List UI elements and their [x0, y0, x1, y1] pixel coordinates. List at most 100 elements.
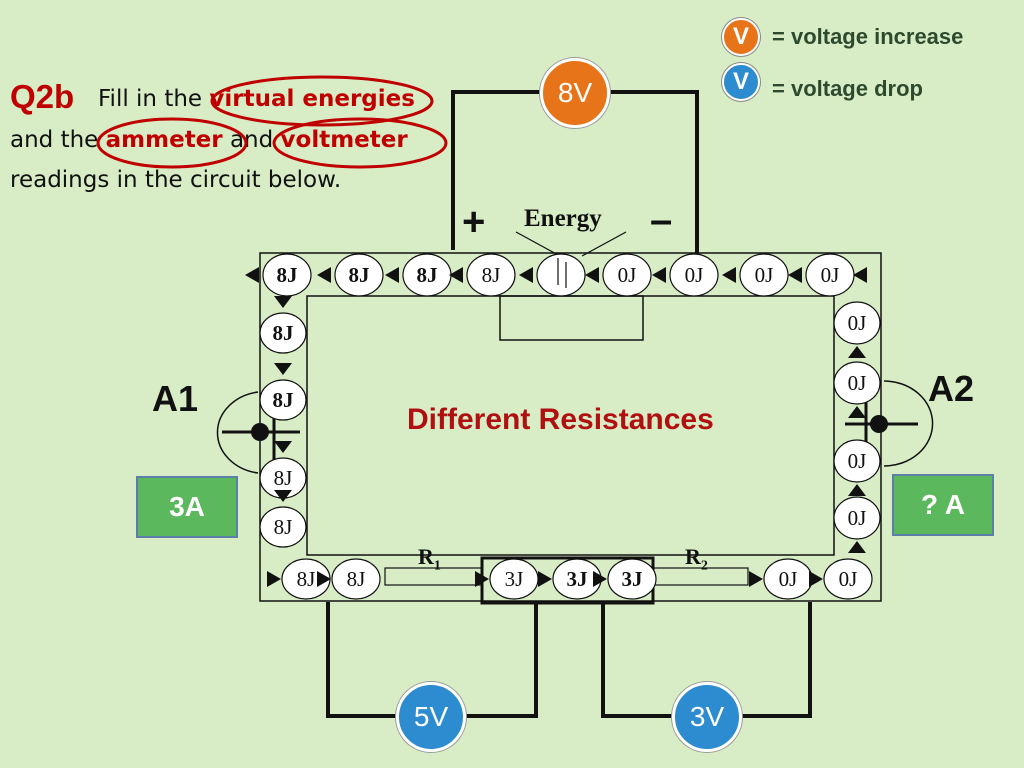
- highlight-ellipse: [210, 75, 434, 127]
- voltage-drop-badge: V: [722, 63, 760, 101]
- svg-text:3J: 3J: [567, 567, 588, 591]
- flow-arrow: [267, 571, 281, 587]
- svg-text:0J: 0J: [848, 371, 867, 395]
- charge-carrier: 8J: [402, 253, 452, 297]
- flow-arrow: [585, 267, 599, 283]
- svg-text:0J: 0J: [618, 263, 637, 287]
- highlight-ellipse: [96, 117, 248, 169]
- ammeter-a1-arc: [216, 391, 259, 474]
- flow-arrow: [848, 406, 866, 418]
- svg-text:0J: 0J: [685, 263, 704, 287]
- question-line-3: readings in the circuit below.: [10, 167, 342, 193]
- highlight-ellipse: [272, 117, 448, 169]
- charge-carrier: 3J: [489, 558, 539, 600]
- charge-carrier: 0J: [805, 253, 855, 297]
- ammeter-a2-label: A2: [928, 368, 975, 409]
- voltmeter-wire: [736, 602, 812, 718]
- resistor-r2-label: R2: [685, 544, 708, 574]
- ammeter-a2-junction: [870, 415, 888, 433]
- different-resistances-label: Different Resistances: [407, 403, 714, 436]
- battery-voltmeter: 8V: [540, 58, 610, 128]
- ammeter-a2-arc: [883, 380, 934, 467]
- svg-text:8J: 8J: [277, 263, 298, 287]
- question-line-1: Fill in the virtual energies: [98, 86, 415, 112]
- charge-carrier: 3J: [552, 558, 602, 600]
- legend-drop-text: = voltage drop: [772, 76, 923, 101]
- svg-text:0J: 0J: [848, 506, 867, 530]
- battery-negative-sign: –: [650, 198, 673, 242]
- svg-text:8J: 8J: [273, 388, 294, 412]
- svg-text:0J: 0J: [821, 263, 840, 287]
- flow-arrow: [538, 571, 552, 587]
- flow-arrow: [848, 541, 866, 553]
- flow-arrow: [652, 267, 666, 283]
- voltage-increase-badge: V: [722, 18, 760, 56]
- flow-arrow: [853, 267, 867, 283]
- svg-text:8J: 8J: [274, 466, 293, 490]
- flow-arrow: [274, 490, 292, 502]
- charge-carrier: 8J: [259, 506, 307, 548]
- voltmeter-wire: [462, 602, 538, 718]
- charge-carrier: 0J: [669, 253, 719, 297]
- highlight-ammeter: ammeter: [105, 127, 223, 153]
- question-line-2: and the ammeter and voltmeter: [10, 127, 408, 153]
- voltmeter-wire: [605, 90, 699, 262]
- svg-text:3J: 3J: [622, 567, 643, 591]
- svg-text:0J: 0J: [755, 263, 774, 287]
- charge-carrier: 8J: [334, 253, 384, 297]
- flow-arrow: [385, 267, 399, 283]
- ammeter-a2-reading[interactable]: ? A: [892, 474, 994, 536]
- battery-box: [499, 295, 644, 341]
- svg-text:8J: 8J: [347, 567, 366, 591]
- charge-carrier: 0J: [833, 439, 881, 483]
- question-text: Fill in the: [98, 86, 203, 112]
- flow-arrow: [245, 267, 259, 283]
- charge-carrier: 8J: [281, 558, 331, 600]
- charge-carrier: 0J: [833, 361, 881, 405]
- highlight-voltmeter: voltmeter: [280, 127, 408, 153]
- flow-arrow: [449, 267, 463, 283]
- flow-arrow: [274, 363, 292, 375]
- charge-carrier: 8J: [466, 253, 516, 297]
- resistor-r1-label: R1: [418, 544, 441, 574]
- charge-carrier: 0J: [833, 496, 881, 540]
- flow-arrow: [593, 571, 607, 587]
- charge-carrier: 8J: [259, 379, 307, 421]
- flow-arrow: [317, 267, 331, 283]
- flow-arrow: [274, 296, 292, 308]
- charge-carrier: 8J: [259, 312, 307, 354]
- legend-increase-text: = voltage increase: [772, 24, 964, 49]
- flow-arrow: [519, 267, 533, 283]
- flow-arrow: [475, 571, 489, 587]
- charge-carrier: 0J: [602, 253, 652, 297]
- r1-voltmeter: 5V: [396, 682, 466, 752]
- svg-text:8J: 8J: [482, 263, 501, 287]
- svg-text:8J: 8J: [297, 567, 316, 591]
- voltmeter-wire: [326, 602, 400, 718]
- flow-arrow: [274, 441, 292, 453]
- svg-text:8J: 8J: [274, 515, 293, 539]
- flow-arrow: [809, 571, 823, 587]
- flow-arrow: [749, 571, 763, 587]
- flow-arrow: [848, 346, 866, 358]
- charge-carrier: 8J: [331, 558, 381, 600]
- charge-carrier: [536, 253, 586, 297]
- svg-text:0J: 0J: [848, 449, 867, 473]
- charge-carrier: 0J: [739, 253, 789, 297]
- r2-voltmeter: 3V: [672, 682, 742, 752]
- svg-text:8J: 8J: [417, 263, 438, 287]
- voltmeter-wire: [451, 90, 545, 250]
- question-label: Q2b: [10, 78, 75, 115]
- svg-text:8J: 8J: [349, 263, 370, 287]
- svg-text:0J: 0J: [848, 311, 867, 335]
- svg-text:8J: 8J: [273, 321, 294, 345]
- voltmeter-wire: [601, 602, 676, 718]
- ammeter-a1-junction: [251, 423, 269, 441]
- flow-arrow: [317, 571, 331, 587]
- battery-energy-label: Energy: [524, 205, 602, 232]
- question-text: and the: [10, 127, 99, 153]
- charge-carrier: 8J: [262, 253, 312, 297]
- battery-positive-sign: +: [462, 200, 486, 244]
- flow-arrow: [848, 484, 866, 496]
